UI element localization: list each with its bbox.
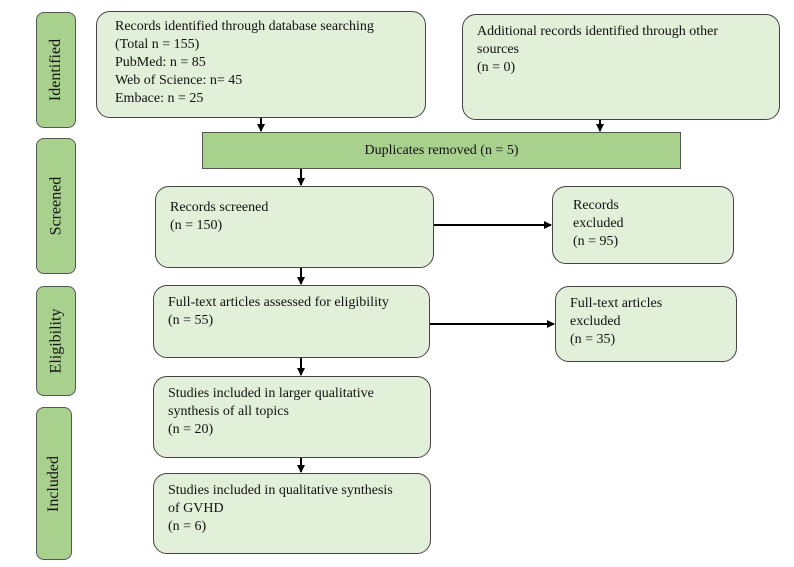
duplicates-removed-box: Duplicates removed (n = 5) [202, 132, 681, 169]
database-search-embace: Embace: n = 25 [115, 91, 204, 106]
stage-identified: Identified [36, 12, 76, 128]
qualitative-gvhd-box: Studies included in qualitative synthesi… [153, 473, 431, 554]
other-sources-title-cont: sources [477, 42, 519, 57]
fulltext-excluded-title: Full-text articles [570, 296, 663, 311]
duplicates-removed-label: Duplicates removed (n = 5) [364, 142, 519, 158]
database-search-pubmed: PubMed: n = 85 [115, 55, 206, 70]
stage-eligibility: Eligibility [36, 286, 76, 396]
database-search-total: (Total n = 155) [115, 37, 200, 52]
fulltext-assessed-title: Full-text articles assessed for eligibil… [168, 295, 389, 310]
records-screened-box: Records screened (n = 150) [155, 186, 434, 268]
other-sources-box: Additional records identified through ot… [462, 14, 780, 120]
qualitative-gvhd-title-cont: of GVHD [168, 501, 224, 516]
fulltext-assessed-count: (n = 55) [168, 313, 214, 328]
database-search-wos: Web of Science: n= 45 [115, 73, 243, 88]
database-search-title: Records identified through database sear… [115, 19, 374, 34]
fulltext-excluded-title-cont: excluded [570, 314, 621, 329]
qualitative-gvhd-title: Studies included in qualitative synthesi… [168, 483, 393, 498]
other-sources-title: Additional records identified through ot… [477, 24, 719, 39]
qualitative-all-box: Studies included in larger qualitative s… [153, 376, 431, 458]
qualitative-gvhd-count: (n = 6) [168, 519, 207, 534]
records-screened-title: Records screened [170, 200, 269, 215]
records-screened-count: (n = 150) [170, 218, 223, 233]
other-sources-count: (n = 0) [477, 60, 516, 75]
fulltext-excluded-count: (n = 35) [570, 332, 616, 347]
qualitative-all-title-cont: synthesis of all topics [168, 404, 289, 419]
records-excluded-box: Records excluded (n = 95) [552, 186, 734, 264]
fulltext-excluded-box: Full-text articles excluded (n = 35) [555, 286, 737, 362]
stage-included: Included [36, 407, 72, 560]
fulltext-assessed-box: Full-text articles assessed for eligibil… [153, 285, 430, 358]
qualitative-all-title: Studies included in larger qualitative [168, 386, 374, 401]
database-search-box: Records identified through database sear… [96, 11, 426, 118]
stage-screened: Screened [36, 138, 76, 274]
records-excluded-title: Records [573, 198, 619, 213]
records-excluded-title-cont: excluded [573, 216, 624, 231]
qualitative-all-count: (n = 20) [168, 422, 214, 437]
records-excluded-count: (n = 95) [573, 234, 619, 249]
